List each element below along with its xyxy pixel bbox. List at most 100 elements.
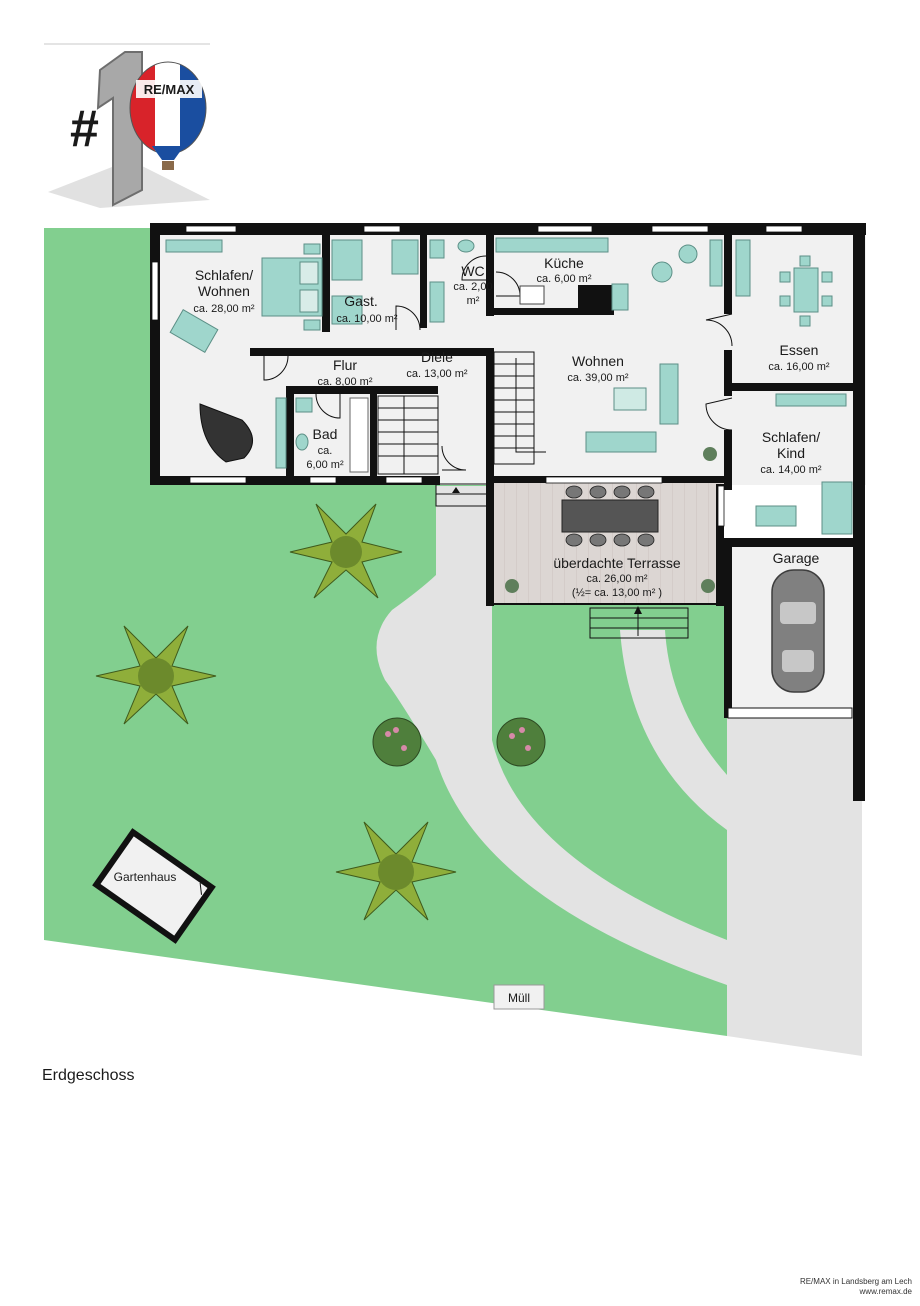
wall-north [150,223,866,235]
logo-brand-text: RE/MAX [144,82,195,97]
window [651,225,709,233]
shelf-icon [331,295,363,325]
wall-bed-gast [322,234,330,332]
armchair-icon [651,261,673,283]
shrubs [95,503,546,921]
car-icon [771,569,825,693]
chair-icon [589,485,607,499]
chair-icon [779,295,791,307]
muell-box [493,984,545,1010]
sofa-icon [585,431,657,453]
toilet-icon [457,239,475,253]
gartenhaus [92,828,216,944]
door-entrance [441,445,467,471]
sofa-icon [659,363,679,425]
room-name: Diele [421,349,453,365]
plant-icon [701,579,715,593]
terrace-path [620,630,727,830]
remax-logo: # RE/MAX [44,43,210,208]
shelf-icon [275,397,287,469]
stove-icon [519,285,545,305]
door-kind [705,397,733,431]
wall-kind-south [724,538,860,547]
chair-icon [799,255,811,267]
room-name: Schlafen/ [195,267,253,283]
sink-icon [429,239,445,259]
room-name: Gast. [344,293,377,309]
door-bad [315,393,341,419]
plant-icon [703,447,717,461]
footer-agency: RE/MAX in Landsberg am Lech [799,1277,912,1286]
bathtub-icon [349,397,369,473]
desk-icon [391,239,419,275]
wall-terrace-west [486,484,494,606]
flower-bush-icon [496,717,546,767]
room-area: ca. 16,00 m² [768,361,829,373]
window [385,476,423,484]
furniture [165,237,853,535]
room-area: ca. 8,00 m² [317,376,372,388]
sink-icon [295,397,313,413]
terrace-dining-set [561,485,659,547]
nightstand-icon [303,319,321,331]
toilet-icon [295,433,309,451]
windows [151,225,803,527]
balloon-icon [129,61,207,155]
wall-terrace-east [716,484,724,606]
logo-numeral-one [96,51,143,207]
doors [263,255,733,471]
chair-icon [821,271,833,283]
cabinet-icon [709,239,723,287]
door-wc [461,255,487,281]
chair-icon [589,533,607,547]
muell-label: Müll [508,991,530,1005]
wall-essen-south [732,383,856,391]
wall-flur-north [250,348,490,356]
shelf-icon [429,281,445,323]
wall-bad-north [286,386,438,394]
room-name: Bad [313,426,338,442]
single-bed-icon [821,481,853,535]
logo-hash: # [70,100,99,158]
armchair-icon [678,244,698,264]
room-area: m² [467,295,480,307]
wall-wc-kitchen [486,234,494,316]
wall-garage-west [724,538,732,718]
room-area: 6,00 m² [306,459,344,471]
kitchen-counter-icon [495,237,609,253]
sofa-icon [331,239,363,281]
wardrobe-icon [775,393,847,407]
room-name: Essen [780,342,819,358]
window [309,476,337,484]
room-name: Schlafen/ [762,429,820,445]
dining-table-icon [793,267,819,313]
kitchen-chimney [578,285,612,315]
door-flur [263,355,289,381]
room-name: Kind [777,445,805,461]
shrub-icon [335,821,457,921]
garden-path [376,486,727,985]
window [151,261,159,321]
counter-icon [611,283,629,311]
room-area: ca. 39,00 m² [567,372,628,384]
room-area: ca. 28,00 m² [193,303,254,315]
wall-essen-west-low [724,350,732,396]
coffee-table-icon [613,387,647,411]
balloon-neck [152,146,184,160]
desk-icon [755,505,797,527]
room-name: Flur [333,357,357,373]
footer-url: www.remax.de [859,1287,912,1296]
chair-icon [779,271,791,283]
room-area: ca. 26,00 m² [586,573,647,585]
shrub-icon [95,625,217,725]
driveway [727,718,862,1056]
pillow-icon [299,261,319,285]
pillow-icon [299,289,319,313]
door-gast [395,305,421,331]
desk-icon [169,309,219,353]
piano-icon [199,403,253,463]
window [765,225,803,233]
terrace-door [545,476,663,484]
